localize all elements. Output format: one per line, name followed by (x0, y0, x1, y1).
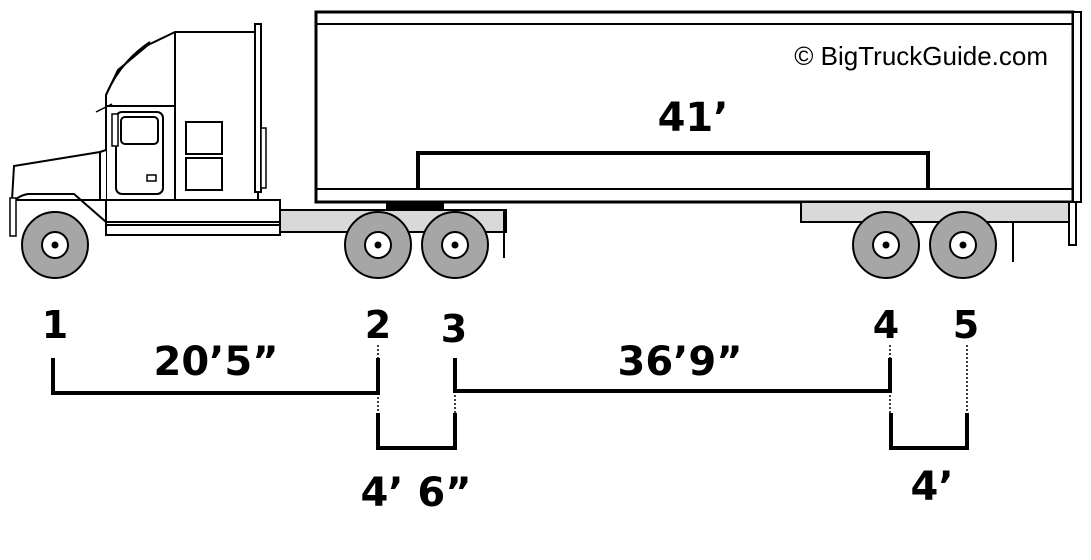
wheel-axle-2 (344, 211, 412, 279)
wheels (21, 211, 997, 279)
front-bumper (9, 197, 17, 237)
fifth-wheel (386, 202, 444, 210)
spacing-label-1-2: 20’5” (154, 339, 279, 385)
sleeper-window-lower (185, 157, 223, 191)
dim-bracket-4-5 (889, 413, 969, 450)
hood (10, 149, 107, 201)
trailer-length-bracket (416, 151, 930, 188)
trailer-length-label: 41’ (658, 95, 729, 141)
sleeper-window-upper (185, 121, 223, 155)
wheel-axle-3 (421, 211, 489, 279)
door-window (120, 116, 159, 145)
trailer-rear-door-post (1072, 11, 1082, 203)
dim-bracket-2-3 (376, 413, 457, 450)
spacing-label-4-5: 4’ (910, 464, 953, 510)
axle-label-5: 5 (953, 303, 979, 347)
windshield-line (105, 41, 151, 96)
side-step (105, 224, 281, 236)
fuel-tank (105, 199, 281, 223)
wheel-axle-1 (21, 211, 89, 279)
side-mirror (111, 113, 119, 147)
dim-bracket-1-2 (51, 358, 380, 395)
spacing-label-3-4: 36’9” (618, 339, 743, 385)
tractor (9, 23, 507, 258)
spacing-label-2-3: 4’ 6” (360, 470, 471, 516)
air-tank (260, 127, 267, 189)
trailer-body (314, 10, 1075, 204)
door-handle (146, 174, 157, 182)
axle-label-4: 4 (873, 303, 899, 347)
trailer-rear-bumper (1068, 201, 1077, 246)
wheel-axle-5 (929, 211, 997, 279)
axle-label-2: 2 (365, 303, 391, 347)
wheel-axle-4 (852, 211, 920, 279)
axle-label-1: 1 (42, 303, 68, 347)
mirror-arm (95, 103, 113, 113)
dimension-lines (51, 345, 969, 450)
exhaust-stack (254, 23, 262, 193)
trailer-rear-frame (800, 201, 1070, 223)
axle-label-3: 3 (441, 307, 467, 351)
copyright-text: © BigTruckGuide.com (794, 41, 1048, 71)
trailer (314, 10, 1082, 262)
dim-bracket-3-4 (453, 358, 892, 393)
